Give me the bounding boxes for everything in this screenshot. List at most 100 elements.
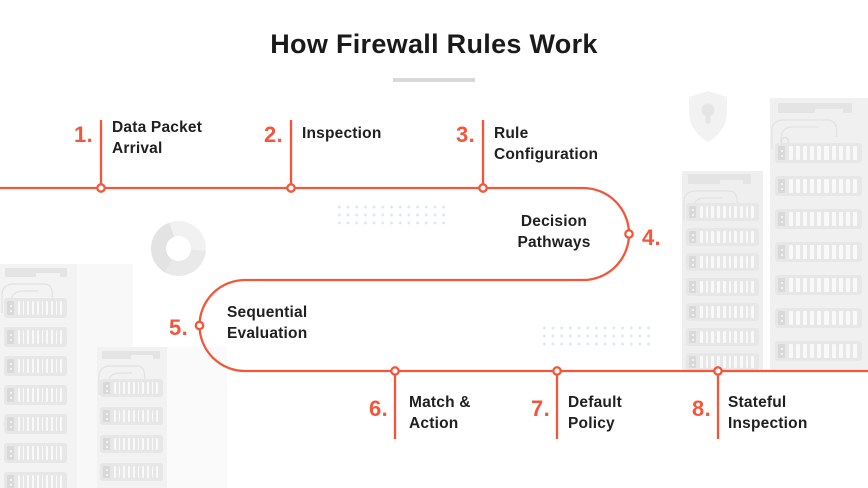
rack-unit	[775, 143, 862, 163]
rack-unit-slats	[16, 356, 67, 376]
rack-unit-slats	[787, 176, 862, 196]
rack-header-notch	[719, 179, 744, 184]
rack-unit-slats	[698, 328, 759, 346]
rack-unit-slats	[787, 341, 862, 361]
rack-header-notch	[131, 355, 154, 359]
step-label: Sequential Evaluation	[227, 304, 308, 342]
dot-grid-pattern	[540, 324, 653, 347]
rack-unit-led-bar	[689, 231, 696, 243]
timeline-path	[0, 186, 868, 373]
step-label: Inspection	[302, 125, 382, 142]
rack-header	[778, 103, 852, 113]
rack-unit	[775, 209, 862, 229]
title-underline	[393, 78, 475, 82]
rack-unit-slats	[112, 435, 163, 453]
rack-unit-slats	[698, 228, 759, 246]
rack-unit	[686, 228, 759, 246]
rack-unit	[4, 414, 67, 434]
rack-unit	[4, 356, 67, 376]
step-label: Stateful Inspection	[728, 394, 808, 432]
rack-unit-slats	[698, 353, 759, 371]
step-node	[96, 183, 106, 193]
rack-unit	[775, 275, 862, 295]
rack-unit-led-bar	[778, 278, 785, 292]
rack-unit	[775, 176, 862, 196]
rack-unit-led-bar	[7, 330, 14, 344]
step-label: Data Packet Arrival	[112, 119, 203, 157]
rack-unit-slats	[16, 472, 67, 488]
step-number: 1.	[74, 122, 93, 147]
rack-unit-slats	[16, 385, 67, 405]
rack-unit-led-bar	[7, 446, 14, 460]
rack-unit-led-bar	[689, 256, 696, 268]
rack-unit	[775, 242, 862, 262]
rack-unit-slats	[787, 143, 862, 163]
rack-unit-led-bar	[689, 281, 696, 293]
rack-unit	[100, 407, 163, 425]
rack-unit-slats	[112, 463, 163, 481]
step-node	[713, 366, 723, 376]
rack-unit-led-bar	[7, 359, 14, 373]
rack-header	[5, 268, 67, 277]
step-node	[478, 183, 488, 193]
rack-unit-slats	[16, 443, 67, 463]
step-label: Decision Pathways	[517, 213, 591, 251]
server-rack-icon	[682, 171, 763, 371]
rack-header-notch	[815, 108, 844, 113]
rack-header	[688, 174, 751, 184]
rack-header	[102, 351, 160, 359]
rack-unit-led-bar	[778, 245, 785, 259]
rack-unit	[686, 253, 759, 271]
server-rack-icon	[0, 264, 77, 488]
rack-unit-led-bar	[778, 212, 785, 226]
rack-unit	[4, 472, 67, 488]
building-shadow	[167, 347, 227, 488]
step-number: 5.	[169, 315, 188, 340]
rack-unit-led-bar	[778, 179, 785, 193]
rack-unit-slats	[16, 298, 67, 318]
step-number: 2.	[264, 122, 283, 147]
step-number: 3.	[456, 122, 475, 147]
rack-unit	[4, 298, 67, 318]
rack-unit-led-bar	[103, 382, 110, 394]
step-number: 4.	[642, 225, 661, 250]
rack-unit	[4, 327, 67, 347]
step-node	[286, 183, 296, 193]
rack-unit-slats	[16, 414, 67, 434]
rack-unit	[686, 203, 759, 221]
rack-unit	[775, 341, 862, 361]
step-number: 8.	[692, 396, 711, 421]
rack-unit-slats	[787, 242, 862, 262]
rack-unit-slats	[698, 203, 759, 221]
rack-unit-slats	[787, 275, 862, 295]
rack-unit-led-bar	[689, 206, 696, 218]
step-number: 6.	[369, 396, 388, 421]
server-rack-icon	[97, 347, 167, 488]
page-title: How Firewall Rules Work	[270, 29, 598, 59]
rack-unit-led-bar	[7, 388, 14, 402]
dot-grid-pattern	[335, 203, 448, 226]
rack-unit	[100, 435, 163, 453]
rack-unit-led-bar	[7, 301, 14, 315]
rack-unit-slats	[112, 407, 163, 425]
rack-unit	[4, 385, 67, 405]
rack-header-notch	[36, 272, 60, 277]
step-label: Default Policy	[568, 394, 622, 432]
rack-unit	[775, 308, 862, 328]
step-node	[624, 229, 634, 239]
shield-lock-icon	[689, 91, 727, 142]
step-label: Match & Action	[409, 394, 471, 432]
rack-unit	[100, 379, 163, 397]
rack-unit	[686, 303, 759, 321]
rack-unit-slats	[16, 327, 67, 347]
rack-unit-slats	[698, 303, 759, 321]
rack-unit-led-bar	[7, 475, 14, 488]
rack-unit-slats	[787, 308, 862, 328]
rack-unit-led-bar	[103, 438, 110, 450]
step-label: Rule Configuration	[494, 125, 599, 163]
rack-unit	[100, 463, 163, 481]
step-node	[552, 366, 562, 376]
